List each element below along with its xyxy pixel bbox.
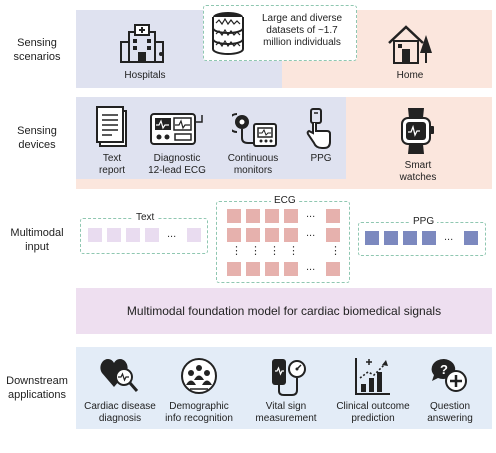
text-token xyxy=(107,228,121,242)
text-ellipsis: ... xyxy=(167,228,177,240)
ecg-token xyxy=(326,228,340,242)
ecg-token xyxy=(284,228,298,242)
home-icon xyxy=(386,23,434,65)
ecg-token xyxy=(265,262,279,276)
continuous-monitors-label: Continuous monitors xyxy=(227,153,279,176)
question-answering-label: Question answering xyxy=(427,401,473,424)
ppg-token xyxy=(403,231,417,245)
foundation-model-band xyxy=(76,288,492,334)
ecg-ellipsis: ... xyxy=(306,208,316,220)
vital-sign-icon xyxy=(270,357,308,397)
ppg-token xyxy=(464,231,478,245)
outcome-chart-icon xyxy=(354,356,392,396)
ecg-input-title: ECG xyxy=(271,195,299,207)
ecg-vertical-ellipsis: ⋮ xyxy=(288,245,299,257)
ecg-vertical-ellipsis: ⋮ xyxy=(330,245,341,257)
ppg-token xyxy=(384,231,398,245)
ppg-ellipsis: ... xyxy=(444,231,454,243)
text-token xyxy=(88,228,102,242)
ecg-token xyxy=(246,262,260,276)
clinical-outcome-label: Clinical outcome prediction xyxy=(336,401,410,424)
ecg-token xyxy=(246,209,260,223)
cardiac-diagnosis-label: Cardiac disease diagnosis xyxy=(84,401,156,424)
svg-text:?: ? xyxy=(440,362,448,377)
ecg-12-lead-icon xyxy=(150,112,204,146)
ppg-icon xyxy=(306,108,332,150)
smart-watches-label: Smart watches xyxy=(399,160,437,183)
home-label: Home xyxy=(396,70,424,81)
text-input-title: Text xyxy=(133,212,158,224)
continuous-monitor-icon xyxy=(232,110,278,150)
heart-magnifier-icon xyxy=(100,357,140,395)
ecg-token xyxy=(284,262,298,276)
text-token xyxy=(145,228,159,242)
ecg-12-lead-label: Diagnostic 12-lead ECG xyxy=(148,153,206,176)
row-label-multimodal-input: Multimodal input xyxy=(10,227,64,253)
text-token xyxy=(126,228,140,242)
text-report-label: Text report xyxy=(98,153,126,176)
ppg-token xyxy=(422,231,436,245)
ecg-vertical-ellipsis: ⋮ xyxy=(231,245,242,257)
smart-watch-icon xyxy=(398,106,438,156)
row-label-sensing-devices: Sensing devices xyxy=(17,125,57,151)
ppg-device-label: PPG xyxy=(310,153,332,164)
row-label-downstream-applications: Downstream applications xyxy=(6,375,68,401)
text-token xyxy=(187,228,201,242)
hospitals-label: Hospitals xyxy=(124,70,166,81)
ecg-token xyxy=(227,209,241,223)
question-answer-icon: ? xyxy=(430,357,470,395)
ecg-ellipsis: ... xyxy=(306,227,316,239)
ppg-token xyxy=(365,231,379,245)
ecg-token xyxy=(227,262,241,276)
ecg-vertical-ellipsis: ⋮ xyxy=(250,245,261,257)
ecg-token xyxy=(326,262,340,276)
row-label-sensing-scenarios: Sensing scenarios xyxy=(13,37,61,63)
ecg-token xyxy=(326,209,340,223)
foundation-model-title: Multimodal foundation model for cardiac … xyxy=(126,304,442,318)
dataset-description: Large and diverse datasets of ~1.7 milli… xyxy=(261,13,343,48)
ecg-token xyxy=(227,228,241,242)
ecg-token xyxy=(284,209,298,223)
ecg-token xyxy=(265,209,279,223)
ecg-token xyxy=(246,228,260,242)
ecg-vertical-ellipsis: ⋮ xyxy=(269,245,280,257)
vital-sign-label: Vital sign measurement xyxy=(255,401,317,424)
ppg-input-title: PPG xyxy=(410,216,438,228)
text-report-icon xyxy=(96,106,128,148)
demographic-recognition-label: Demographic info recognition xyxy=(165,401,233,424)
database-icon xyxy=(211,11,245,55)
demographic-icon xyxy=(180,357,218,395)
hospital-icon xyxy=(120,24,166,64)
ecg-ellipsis: ... xyxy=(306,261,316,273)
ecg-token xyxy=(265,228,279,242)
